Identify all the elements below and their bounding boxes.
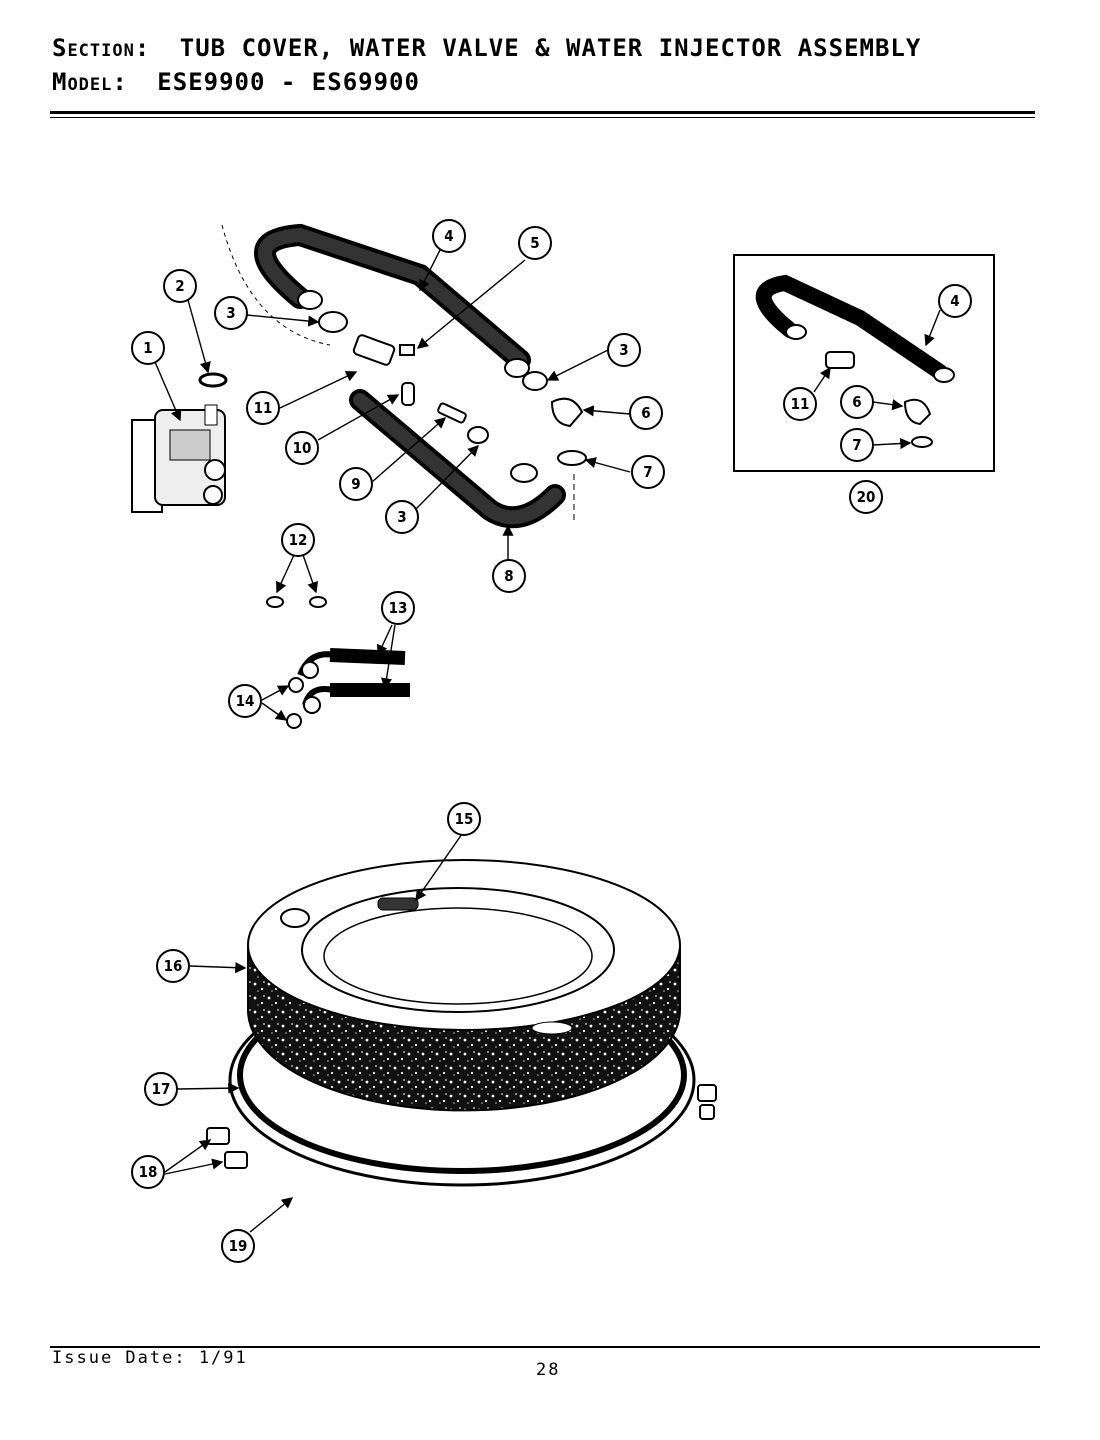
- callout-4: 4: [432, 219, 466, 253]
- section-label: Section:: [52, 34, 151, 62]
- inset-box: [733, 254, 995, 472]
- svg-text:17: 17: [152, 1080, 171, 1098]
- callout-12: 12: [281, 523, 315, 557]
- svg-text:18: 18: [139, 1163, 158, 1181]
- callout-17: 17: [144, 1072, 178, 1106]
- callout-14: 14: [228, 684, 262, 718]
- callout-8: 8: [492, 559, 526, 593]
- svg-text:4: 4: [950, 292, 959, 310]
- callout-2: 2: [163, 269, 197, 303]
- hose-clamp: [198, 372, 228, 388]
- tub-cover: [247, 859, 681, 1112]
- svg-text:20: 20: [857, 488, 876, 506]
- callout-16: 16: [156, 949, 190, 983]
- model-value: ESE9900 - ES69900: [157, 68, 420, 96]
- water-valve: [131, 404, 226, 513]
- svg-text:14: 14: [236, 692, 255, 710]
- injector-hose: [254, 223, 531, 378]
- model-label: Model:: [52, 68, 128, 96]
- svg-text:1: 1: [143, 339, 152, 357]
- callout-4-inset: 4: [938, 284, 972, 318]
- svg-text:3: 3: [397, 508, 406, 526]
- svg-text:13: 13: [389, 599, 408, 617]
- leader-lines: [154, 249, 631, 721]
- callouts: 1 2 3 3 3 4 5 6 7 8 9 10 11 12 13 14 15 …: [131, 219, 972, 1263]
- inset-hose: [755, 274, 955, 448]
- callout-3b: 3: [607, 333, 641, 367]
- svg-text:8: 8: [504, 567, 513, 585]
- model-line: Model: ESE9900 - ES69900: [52, 68, 420, 96]
- callout-3c: 3: [385, 500, 419, 534]
- callout-19: 19: [221, 1229, 255, 1263]
- callout-9: 9: [339, 467, 373, 501]
- callout-15: 15: [447, 802, 481, 836]
- callout-3a: 3: [214, 296, 248, 330]
- small-parts: [318, 311, 587, 466]
- header-rule-thin: [50, 117, 1035, 118]
- svg-text:2: 2: [175, 277, 184, 295]
- callout-18: 18: [131, 1155, 165, 1189]
- fill-hose: [349, 389, 566, 529]
- svg-text:3: 3: [619, 341, 628, 359]
- callout-5: 5: [518, 226, 552, 260]
- svg-text:5: 5: [530, 234, 539, 252]
- callout-6: 6: [629, 396, 663, 430]
- washers: [286, 677, 304, 729]
- header-rule-thick: [50, 111, 1035, 114]
- callout-11-inset: 11: [783, 387, 817, 421]
- svg-text:7: 7: [643, 463, 652, 481]
- screws: [266, 596, 327, 608]
- section-line: Section: TUB COVER, WATER VALVE & WATER …: [52, 34, 921, 62]
- svg-text:4: 4: [444, 227, 453, 245]
- tub-leaders: [164, 833, 463, 1233]
- callout-7: 7: [631, 455, 665, 489]
- section-title: TUB COVER, WATER VALVE & WATER INJECTOR …: [179, 34, 922, 62]
- clamps: [206, 1084, 717, 1169]
- svg-text:15: 15: [455, 810, 474, 828]
- footer-rule: [50, 1346, 1040, 1348]
- callout-7-inset: 7: [840, 428, 874, 462]
- svg-text:11: 11: [791, 395, 810, 413]
- issue-date: Issue Date: 1/91: [52, 1348, 248, 1368]
- inlet-hoses: [297, 648, 410, 714]
- svg-text:12: 12: [289, 531, 308, 549]
- svg-text:6: 6: [852, 393, 861, 411]
- svg-text:7: 7: [852, 436, 861, 454]
- svg-text:11: 11: [254, 399, 273, 417]
- callout-1: 1: [131, 331, 165, 365]
- callout-6-inset: 6: [840, 385, 874, 419]
- callout-10: 10: [285, 431, 319, 465]
- svg-text:9: 9: [351, 475, 360, 493]
- svg-text:16: 16: [164, 957, 183, 975]
- svg-text:19: 19: [229, 1237, 248, 1255]
- callout-20: 20: [849, 480, 883, 514]
- inset-leaders: [813, 309, 941, 450]
- svg-text:6: 6: [641, 404, 650, 422]
- svg-text:3: 3: [226, 304, 235, 322]
- page-number: 28: [536, 1360, 561, 1380]
- callout-11: 11: [246, 391, 280, 425]
- svg-text:10: 10: [293, 439, 312, 457]
- callout-13: 13: [381, 591, 415, 625]
